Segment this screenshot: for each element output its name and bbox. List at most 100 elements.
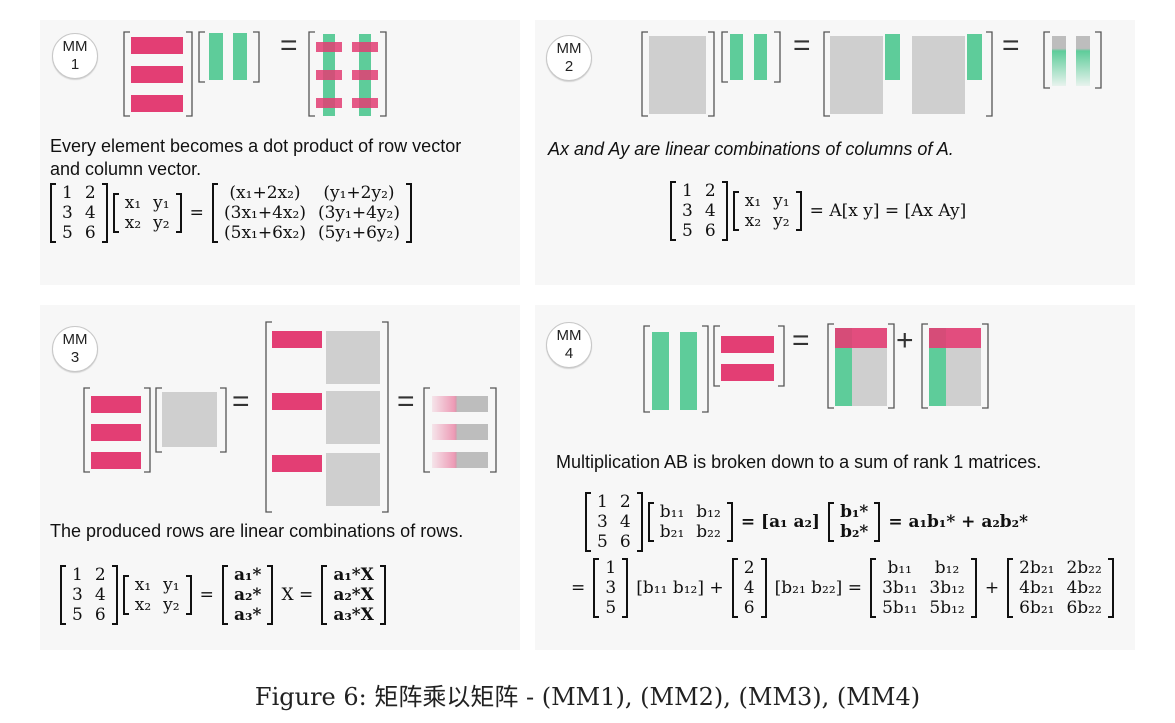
- cell: b₁₂: [934, 558, 960, 578]
- cell: 3b₁₂: [929, 578, 965, 598]
- cell: 6: [743, 598, 755, 618]
- mm2-badge-top: MM: [556, 40, 582, 57]
- mm4-col1: 1 3 5: [593, 558, 629, 618]
- cell: 6: [619, 532, 631, 552]
- mm3-desc: The produced rows are linear combination…: [50, 521, 464, 541]
- cell: y₁: [773, 191, 790, 211]
- cell: a₂*X: [333, 585, 374, 605]
- cell: 5b₁₁: [882, 598, 918, 618]
- cell: 1: [682, 181, 693, 201]
- cell: (3y₁+4y₂): [317, 203, 400, 223]
- cell: 2: [84, 183, 96, 203]
- cell: b₁*: [840, 502, 869, 522]
- cell: 6: [94, 605, 106, 625]
- cell: x₁: [134, 575, 152, 595]
- mm4-badge-top: MM: [556, 327, 582, 344]
- mm1-illustration: =: [123, 29, 387, 117]
- cell: y₂: [773, 211, 790, 231]
- cell: x₂: [124, 213, 142, 233]
- cell: (5x₁+6x₂): [224, 223, 306, 243]
- cell: 1: [605, 558, 617, 578]
- mm2-badge: MM 2: [546, 35, 592, 81]
- cell: b₁₁: [887, 558, 912, 578]
- svg-text:=: =: [232, 385, 250, 418]
- mm4-plus: +: [984, 578, 1000, 598]
- cell: 4b₂₁: [1019, 578, 1055, 598]
- figure-caption: Figure 6: 矩阵乘以矩阵 - (MM1), (MM2), (MM3), …: [254, 683, 921, 711]
- cell: (y₁+2y₂): [323, 183, 395, 203]
- mm2-matrix-x: x₁ y₁ x₂ y₂: [732, 191, 802, 231]
- cell: 4b₂₂: [1066, 578, 1102, 598]
- cell: y₂: [153, 213, 170, 233]
- cell: y₁: [163, 575, 180, 595]
- cell: x₁: [744, 191, 762, 211]
- cell: b₁₂: [696, 502, 721, 522]
- cell: y₂: [163, 595, 180, 615]
- svg-text:=: =: [792, 324, 810, 357]
- mm4-desc: Multiplication AB is broken down to a su…: [556, 452, 1042, 472]
- svg-text:=: =: [793, 29, 811, 62]
- cell: 2: [94, 565, 106, 585]
- mm4-eq-lead: =: [571, 578, 586, 598]
- mm4-matrix-bstar: b₁* b₂*: [828, 502, 881, 542]
- mm3-mid: X =: [281, 585, 314, 605]
- cell: a₂*: [234, 585, 262, 605]
- mm2-badge-bottom: 2: [564, 58, 574, 75]
- mm4-row2: [b₂₁ b₂₂] =: [774, 578, 862, 598]
- cell: 3: [597, 512, 608, 532]
- cell: 5: [62, 223, 73, 243]
- mm4-row1: [b₁₁ b₁₂] +: [636, 578, 724, 598]
- cell: 3: [605, 578, 617, 598]
- cell: 1: [597, 492, 608, 512]
- mm3-badge-top: MM: [62, 331, 88, 348]
- cell: x₂: [744, 211, 762, 231]
- cell: 2: [704, 181, 716, 201]
- mm1-badge: MM 1: [52, 33, 98, 79]
- cell: 4: [619, 512, 631, 532]
- svg-text:=: =: [397, 385, 415, 418]
- mm4-badge-bottom: 4: [564, 345, 574, 362]
- cell: (3x₁+4x₂): [224, 203, 306, 223]
- mm3-matrix-result: a₁*X a₂*X a₃*X: [321, 565, 386, 625]
- cell: 6b₂₁: [1019, 598, 1055, 618]
- cell: 5: [605, 598, 617, 618]
- mm1-eq-sign: =: [280, 29, 298, 62]
- mm4-col2: 2 4 6: [731, 558, 767, 618]
- cell: 6: [704, 221, 716, 241]
- mm3-badge-bottom: 3: [70, 349, 80, 366]
- cell: 3: [62, 203, 73, 223]
- cell: a₁*X: [333, 565, 374, 585]
- cell: 5: [597, 532, 608, 552]
- cell: 1: [72, 565, 83, 585]
- mm4-illustration: = +: [643, 323, 989, 413]
- mm2-desc: Ax and Ay are linear combinations of col…: [548, 139, 954, 159]
- mm3-badge: MM 3: [52, 326, 98, 372]
- mm4-equation-line2: = 1 3 5 [b₁₁ b₁₂] + 2 4 6 [b₂₁ b₂₂] = b₁…: [568, 558, 1114, 618]
- cell: x₁: [124, 193, 142, 213]
- cell: 2b₂₂: [1066, 558, 1102, 578]
- cell: 4: [94, 585, 106, 605]
- svg-text:+: +: [896, 324, 914, 357]
- panel-mm3-bg: [40, 305, 520, 650]
- mm1-badge-top: MM: [62, 38, 88, 55]
- cell: 3: [72, 585, 83, 605]
- cell: b₁₁: [659, 502, 685, 522]
- cell: a₁*: [234, 565, 262, 585]
- cell: 4: [84, 203, 96, 223]
- panel-mm1-bg: [40, 20, 520, 285]
- svg-text:=: =: [1002, 29, 1020, 62]
- mm4-rhs1: = a₁b₁* + a₂b₂*: [888, 512, 1029, 532]
- cell: b₂₁: [659, 522, 685, 542]
- mm1-badge-bottom: 1: [70, 56, 80, 73]
- cell: 2b₂₁: [1019, 558, 1055, 578]
